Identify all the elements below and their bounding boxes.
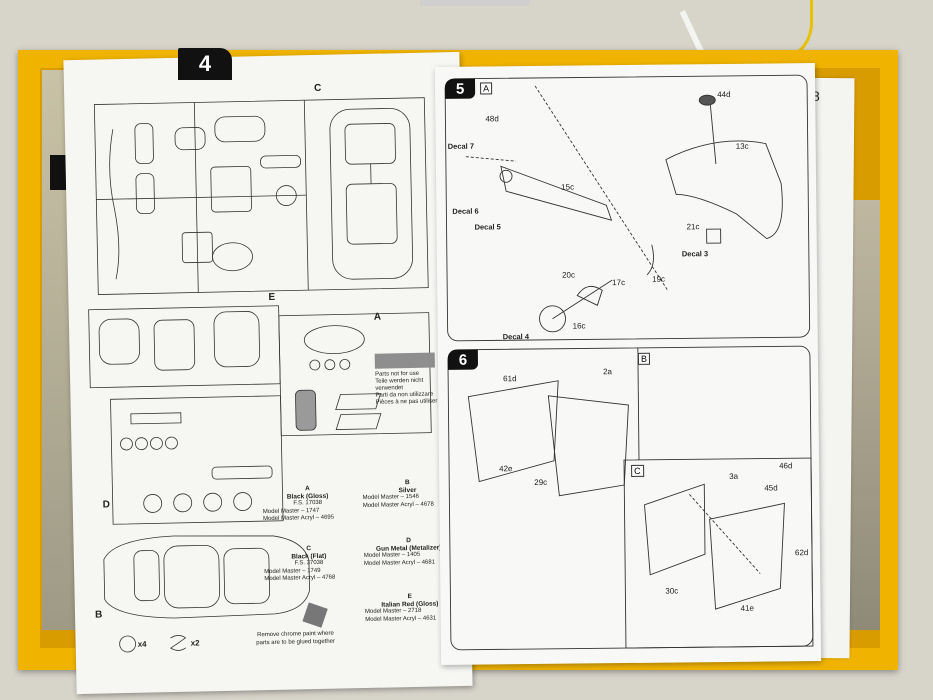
chrome-note: Remove chrome paint where parts are to b…	[235, 629, 355, 648]
door-30c	[643, 483, 706, 576]
step-5-frame	[444, 74, 811, 342]
label-3a: 3a	[729, 471, 739, 481]
step-6-view-c: C	[631, 464, 644, 477]
label-42e: 42e	[499, 464, 513, 474]
door-inner-29c	[547, 395, 629, 497]
door-41e	[709, 502, 785, 610]
decal-4-label: Decal 4	[502, 332, 530, 342]
label-17c: 17c	[612, 278, 626, 288]
steering-wheel-16c	[539, 305, 566, 333]
label-2a: 2a	[603, 367, 613, 377]
label-48d: 48d	[485, 114, 499, 124]
device-corner	[420, 0, 530, 6]
dashboard-13c	[665, 140, 783, 240]
decal-3-label: Decal 3	[681, 249, 709, 259]
chrome-note-icon	[302, 602, 328, 628]
label-16c: 16c	[572, 321, 586, 331]
label-29c: 29c	[534, 477, 548, 487]
paint-a: A Black (Gloss) F.S. 17038 Model Master …	[262, 484, 353, 523]
step-6-number: 6	[447, 349, 479, 370]
sprue-d-frame	[110, 395, 284, 525]
label-13c: 13c	[735, 141, 749, 151]
chassis-outline	[329, 107, 414, 280]
multiplier-x4: x4	[137, 639, 147, 649]
label-21c: 21c	[686, 222, 700, 232]
label-41e: 41e	[740, 603, 754, 613]
label-30c: 30c	[665, 586, 679, 596]
left-page: C E A D B Parts not for use Teile werden…	[63, 51, 473, 695]
sprue-e-frame	[88, 305, 281, 389]
not-for-use-swatch	[374, 352, 435, 369]
not-for-use-fr: Pièces à ne pas utiliser	[375, 398, 438, 406]
label-44d: 44d	[717, 89, 731, 100]
label-46d: 46d	[779, 461, 793, 471]
left-page-drawings	[88, 97, 435, 653]
right-page-drawings	[444, 74, 814, 651]
door-42e	[467, 380, 559, 483]
step-5-view-a: A	[480, 82, 493, 95]
part-15c	[500, 165, 613, 221]
sprue-a-frame	[278, 312, 432, 437]
decal-7-label: Decal 7	[447, 141, 475, 151]
label-20c: 20c	[562, 270, 576, 280]
not-for-use-note: Parts not for use Teile werden nicht ver…	[375, 370, 446, 406]
paint-c: C Black (Flat) F.S. 37038 Model Master –…	[264, 544, 355, 583]
label-45d: 45d	[764, 483, 778, 493]
label-62d: 62d	[794, 548, 809, 558]
page-tab-4: 4	[178, 48, 232, 80]
page-number-8: 8	[812, 88, 820, 104]
right-page: 5 A 6 B C 48d 15c 13c 44d 21c 19c 20c 17…	[434, 63, 822, 665]
step-6-view-b: B	[637, 352, 651, 365]
decal-6-label: Decal 6	[452, 206, 479, 216]
sprue-a-label: A	[373, 311, 382, 323]
sprue-d-label: D	[102, 499, 111, 511]
label-61d: 61d	[503, 374, 517, 384]
step-6-frame	[447, 345, 814, 651]
sprue-c-label: C	[313, 82, 322, 94]
sprue-b-label: B	[94, 609, 103, 621]
multiplier-x2: x2	[190, 638, 200, 648]
label-15c: 15c	[561, 182, 575, 192]
sprue-e-label: E	[268, 291, 276, 303]
step-5-number: 5	[445, 78, 476, 99]
box-black-block	[50, 155, 66, 190]
decal-5-label: Decal 5	[474, 222, 501, 232]
not-for-use-de: Teile werden nicht verwendet	[375, 377, 424, 392]
step-6c-frame	[623, 457, 814, 649]
label-19c: 19c	[652, 274, 666, 284]
car-body-b	[103, 535, 310, 619]
